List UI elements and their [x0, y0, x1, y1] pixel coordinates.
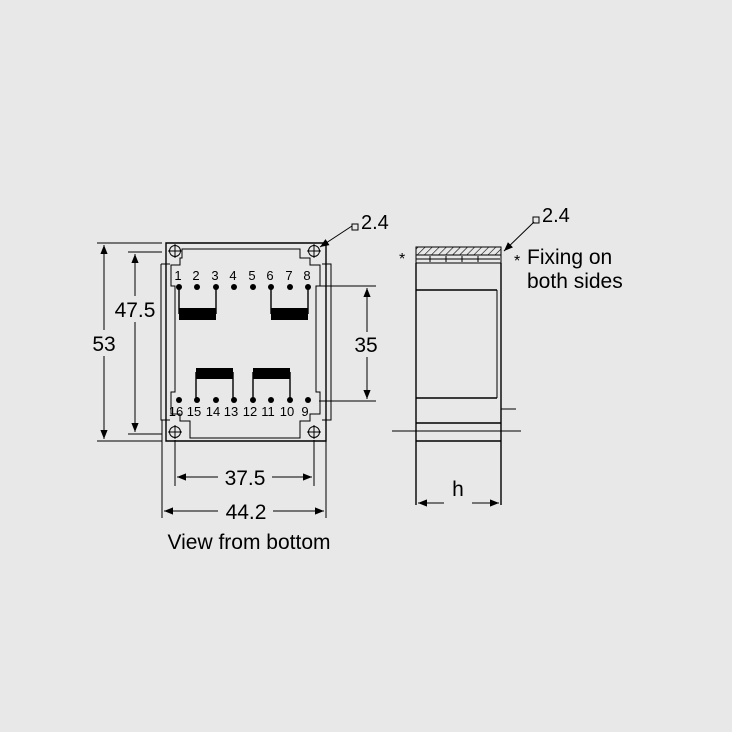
pin-label-4: 4	[229, 268, 236, 283]
pin-label-16: 16	[169, 404, 183, 419]
dimension-height-outer: 53	[92, 242, 162, 442]
hole-size-callout-side: 2.4	[503, 205, 570, 252]
dimension-pin-span-horizontal: 37.5	[174, 440, 315, 490]
pin-dot-7	[287, 284, 293, 290]
pin-label-2: 2	[192, 268, 199, 283]
dimension-pin-span-vertical: 35	[319, 285, 378, 402]
pin-dot-16	[176, 397, 182, 403]
pin-dot-4	[231, 284, 237, 290]
mounting-hole-top-right	[307, 244, 321, 258]
bottom-view-inner-frame	[160, 263, 332, 421]
pin-dot-14	[213, 397, 219, 403]
pin-label-11: 11	[261, 404, 275, 419]
pin-label-3: 3	[211, 268, 218, 283]
dimension-width-outer: 44.2	[161, 420, 327, 524]
pin-dot-2	[194, 284, 200, 290]
side-view: h 2.4 * * Fixing on both sides	[392, 205, 623, 507]
pin-dot-13	[231, 397, 237, 403]
winding-bottom-left	[195, 368, 234, 400]
pin-dot-9	[305, 397, 311, 403]
pin-label-10: 10	[280, 404, 294, 419]
mounting-hole-top-left	[168, 244, 182, 258]
fixing-marker-right: *	[514, 253, 520, 270]
pin-label-8: 8	[303, 268, 310, 283]
pin-label-13: 13	[224, 404, 238, 419]
hole-size-side-label: 2.4	[542, 205, 570, 227]
dimension-height-outer-label: 53	[92, 333, 115, 356]
pin-label-12: 12	[243, 404, 257, 419]
pin-dot-5	[250, 284, 256, 290]
dimension-pin-span-horizontal-label: 37.5	[225, 467, 266, 490]
dimension-side-width: h	[418, 478, 499, 507]
dimension-pin-span-vertical-label: 35	[354, 334, 377, 357]
winding-bottom-right	[252, 368, 291, 400]
pin-label-1: 1	[174, 268, 181, 283]
dimension-height-inner-label: 47.5	[115, 299, 156, 322]
bottom-view-inner-outline	[170, 248, 321, 439]
pin-dot-15	[194, 397, 200, 403]
mounting-hole-bottom-right	[307, 425, 321, 439]
hole-size-callout-front: 2.4	[319, 212, 389, 248]
pin-label-9: 9	[301, 404, 308, 419]
pin-label-14: 14	[206, 404, 220, 419]
dimension-height-inner: 47.5	[115, 251, 162, 435]
fixing-marker-left: *	[399, 251, 405, 268]
side-view-top-flange	[415, 246, 502, 256]
pin-dot-3	[213, 284, 219, 290]
hole-size-front-label: 2.4	[361, 212, 389, 234]
pin-label-7: 7	[285, 268, 292, 283]
fixing-note-line2: both sides	[527, 270, 623, 293]
side-view-body	[415, 263, 502, 505]
pin-dot-6	[268, 284, 274, 290]
pin-dot-8	[305, 284, 311, 290]
pin-label-5: 5	[248, 268, 255, 283]
pin-label-6: 6	[266, 268, 273, 283]
view-caption: View from bottom	[167, 531, 330, 554]
pin-row-bottom: 16 15 14 13 12 11 10 9	[169, 397, 311, 419]
winding-top-right	[270, 287, 309, 320]
dimension-width-outer-label: 44.2	[226, 501, 267, 524]
dimension-side-width-label: h	[452, 478, 464, 501]
pin-dot-10	[287, 397, 293, 403]
pin-label-15: 15	[187, 404, 201, 419]
winding-top-left	[178, 287, 217, 320]
pin-dot-1	[176, 284, 182, 290]
pin-dot-11	[268, 397, 274, 403]
fixing-note-line1: Fixing on	[527, 246, 612, 269]
pin-dot-12	[250, 397, 256, 403]
mounting-hole-bottom-left	[168, 425, 182, 439]
